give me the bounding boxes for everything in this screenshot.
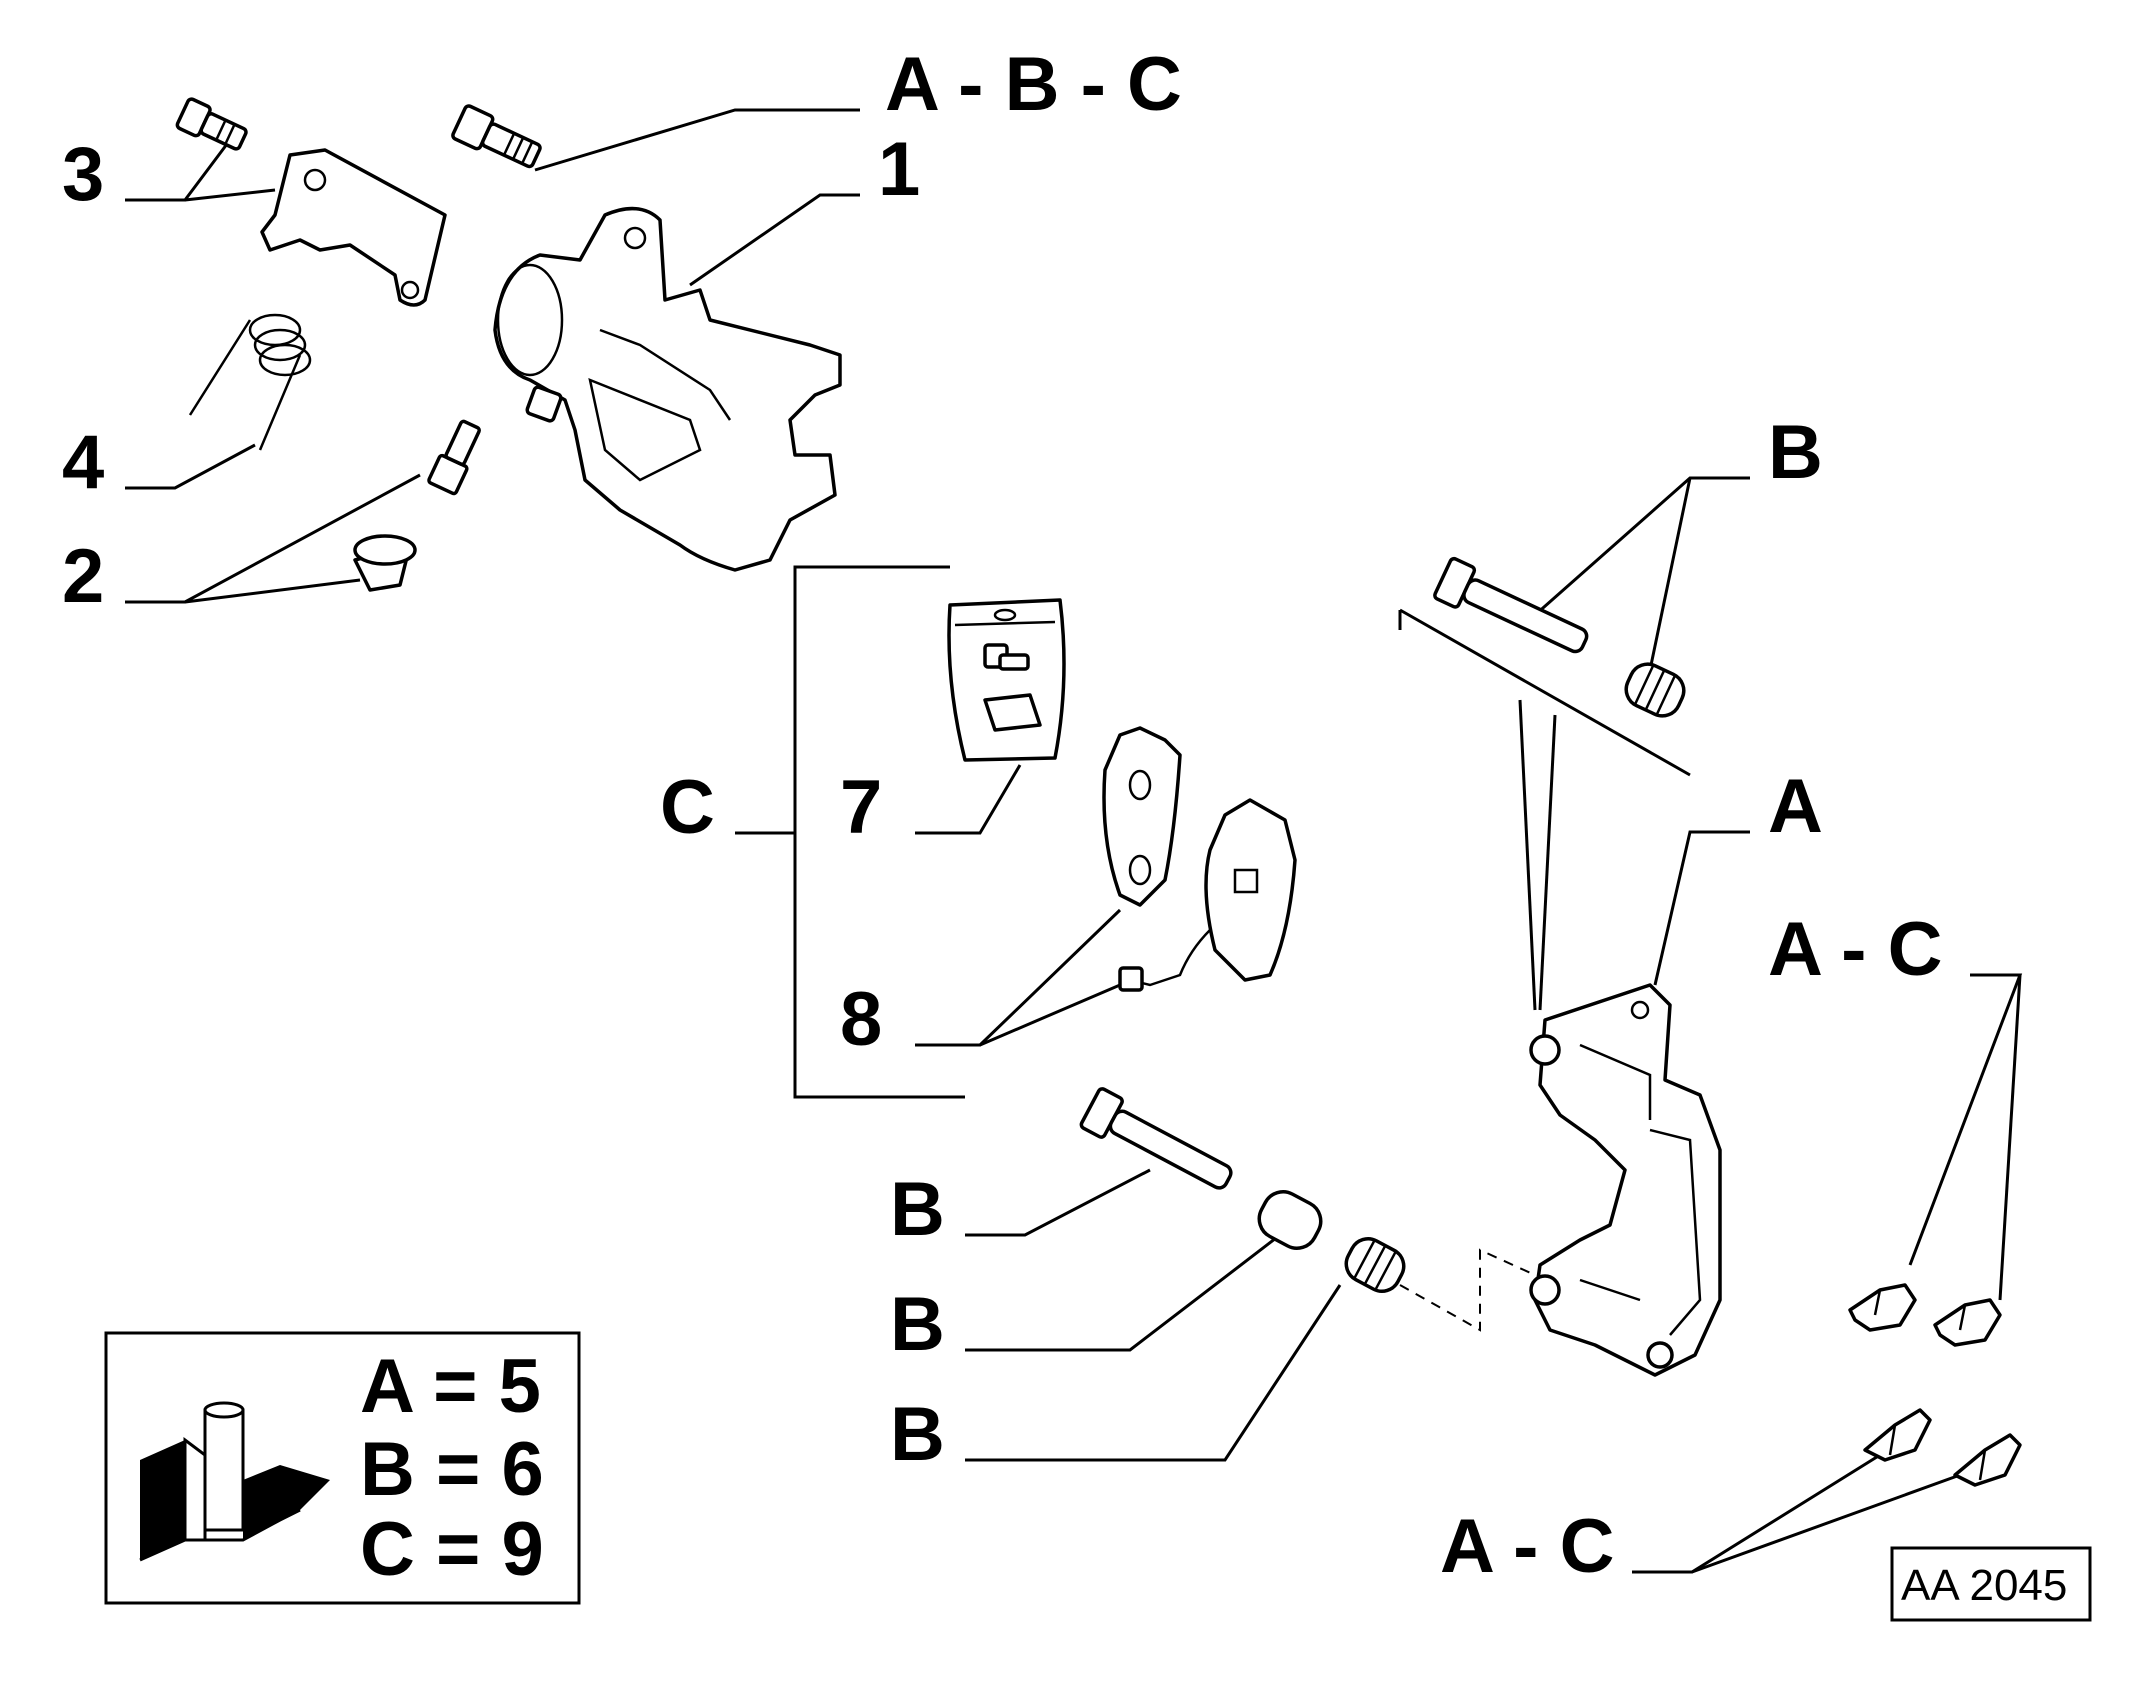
label-group-c: C: [660, 765, 715, 850]
label-part-1: 1: [878, 127, 920, 212]
fiat-kit-logo: [139, 1401, 330, 1562]
leader-b-top-c: [1399, 608, 1691, 777]
brake-pad-part-8a: [1102, 726, 1182, 907]
label-part-8: 8: [840, 977, 882, 1062]
label-b-top: B: [1768, 410, 1823, 495]
legend-box: A = 5 B = 6 C = 9: [104, 1331, 581, 1605]
hardware-bag-part-7: [947, 598, 1066, 762]
leader-1: [689, 193, 860, 287]
leader-8a: [915, 908, 1122, 1047]
bolt-part-3: [175, 97, 248, 151]
part-labels: A - B - C 1 3 4 2 C 7 8 B A A - C A - C …: [62, 42, 1943, 1589]
label-b-row2: B: [890, 1282, 945, 1367]
guide-pin-bottom: [1079, 1087, 1233, 1190]
legend-row-c: C = 9: [360, 1507, 544, 1592]
leader-3b: [184, 188, 276, 202]
diagram-code: AA 2045: [1901, 1561, 2067, 1610]
clip-upper-2: [1933, 1298, 2002, 1347]
label-a: A: [1768, 764, 1823, 849]
leader-3a: [125, 139, 232, 202]
bracket-plate-part-3: [260, 148, 447, 307]
leader-b3: [965, 1284, 1342, 1462]
leader-4: [125, 443, 256, 490]
spring-sleeve-bottom: [1344, 1237, 1406, 1293]
sleeve-bottom: [1257, 1190, 1323, 1250]
legend-row-b: B = 6: [360, 1427, 544, 1512]
label-ac-upper: A - C: [1768, 907, 1943, 992]
label-b-row3: B: [890, 1392, 945, 1477]
label-part-4: 4: [62, 420, 104, 505]
leader-b-top-e: [1518, 699, 1537, 1011]
leader-b-top-a: [1534, 476, 1750, 617]
legend-row-a: A = 5: [360, 1344, 541, 1429]
label-ac-lower: A - C: [1440, 1504, 1615, 1589]
leader-b2: [965, 1233, 1281, 1352]
bleed-screw-part-2: [427, 419, 481, 496]
clip-lower-1: [1863, 1408, 1932, 1462]
leader-ac-upper-b: [1998, 974, 2022, 1301]
bolt-part: [451, 104, 542, 169]
clip-upper-1: [1848, 1283, 1917, 1332]
leader-b1: [965, 1168, 1151, 1237]
label-abc: A - B - C: [885, 42, 1182, 127]
leader-a: [1653, 830, 1750, 986]
assembly-dash: [1399, 1248, 1536, 1332]
label-part-3: 3: [62, 132, 104, 217]
label-part-2: 2: [62, 534, 104, 619]
label-part-7: 7: [840, 765, 882, 850]
leader-2b: [184, 578, 361, 604]
bracket-c: [793, 565, 965, 1099]
caliper-part-1: [493, 206, 842, 572]
leader-7: [915, 764, 1022, 835]
guide-pin-top: [1433, 556, 1589, 654]
brake-pad-part-8b: [1118, 798, 1297, 992]
label-b-row1: B: [890, 1167, 945, 1252]
cap-part-2: [353, 534, 417, 592]
leader-b-top-b: [1648, 477, 1692, 671]
leader-8b: [979, 983, 1121, 1047]
diagram-code-box: AA 2045: [1890, 1546, 2092, 1622]
sleeve-top: [1624, 662, 1686, 718]
carrier-bracket: [1529, 983, 1722, 1377]
leader-b-top-f: [1538, 714, 1557, 1011]
leader-ac-lower-b: [1691, 1473, 1961, 1574]
spring-part-4: [188, 313, 312, 451]
clip-lower-2: [1953, 1433, 2022, 1487]
leader-abc: [534, 108, 860, 172]
leader-ac-lower-a: [1632, 1453, 1881, 1574]
leader-lines: [125, 108, 2023, 1574]
